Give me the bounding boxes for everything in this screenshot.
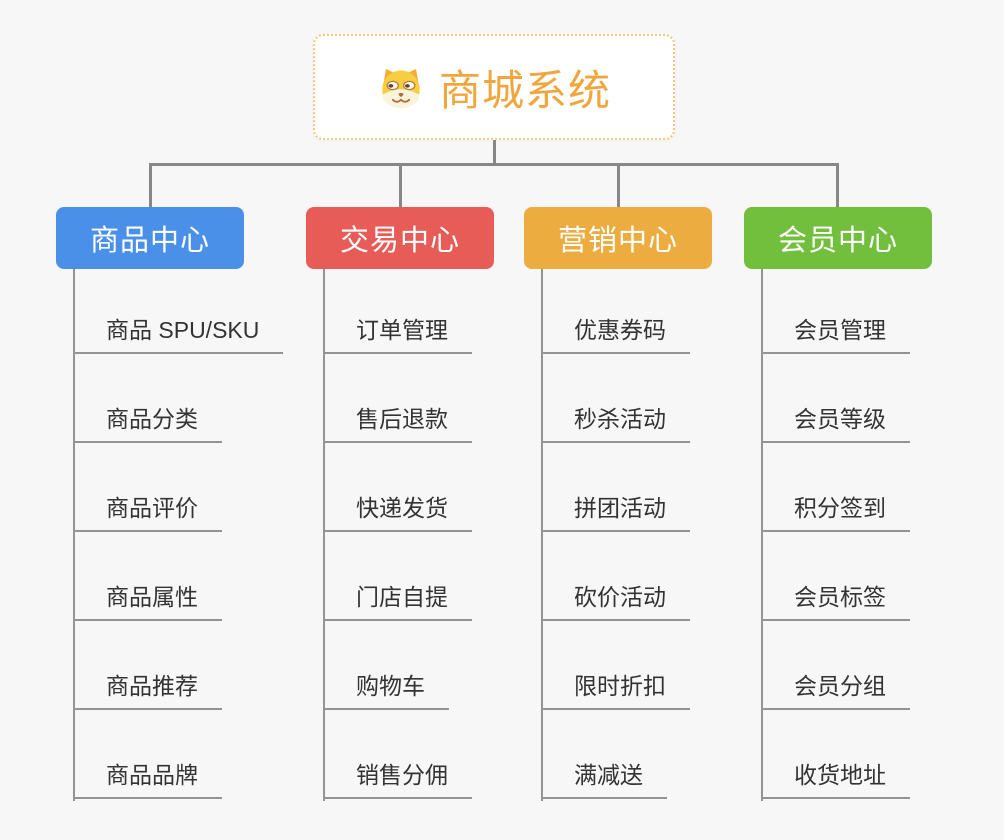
leaf-row: 商品属性: [73, 532, 283, 621]
leaf-row: 会员管理: [761, 265, 910, 354]
connector-drop-3: [617, 163, 620, 207]
leaf-row: 商品品牌: [73, 710, 283, 799]
leaf-row: 限时折扣: [541, 621, 690, 710]
leaf-node[interactable]: 会员分组: [761, 667, 910, 710]
branch-member-center: 会员中心 会员管理 会员等级 积分签到 会员标签 会员分组 收货地址: [744, 207, 1004, 801]
leaf-row: 快递发货: [323, 443, 472, 532]
leaf-node[interactable]: 商品属性: [73, 578, 222, 621]
leaf-row: 会员等级: [761, 354, 910, 443]
branch-trade-center: 交易中心 订单管理 售后退款 快递发货 门店自提 购物车 销售分佣: [306, 207, 576, 801]
leaf-row: 商品分类: [73, 354, 283, 443]
leaf-node[interactable]: 门店自提: [323, 578, 472, 621]
leaf-node[interactable]: 商品 SPU/SKU: [73, 311, 284, 354]
leaf-node[interactable]: 限时折扣: [541, 667, 690, 710]
leaf-node[interactable]: 订单管理: [323, 311, 472, 354]
leaf-row: 商品推荐: [73, 621, 283, 710]
leaf-node[interactable]: 商品品牌: [73, 756, 222, 799]
branch-box-marketing-center[interactable]: 营销中心: [524, 207, 712, 269]
connector-bus: [149, 163, 839, 166]
connector-trunk: [493, 140, 496, 163]
connector-drop-2: [399, 163, 402, 207]
branch-vline: [761, 269, 763, 801]
root-node[interactable]: 商城系统: [313, 34, 675, 140]
leaf-row: 门店自提: [323, 532, 472, 621]
leaf-row: 会员分组: [761, 621, 910, 710]
leaf-node[interactable]: 秒杀活动: [541, 400, 690, 443]
leaf-node[interactable]: 会员管理: [761, 311, 910, 354]
leaf-node[interactable]: 拼团活动: [541, 489, 690, 532]
leaf-node[interactable]: 满减送: [541, 756, 667, 799]
branch-box-member-center[interactable]: 会员中心: [744, 207, 932, 269]
connector-drop-1: [149, 163, 152, 207]
leaf-row: 满减送: [541, 710, 690, 799]
branch-marketing-center: 营销中心 优惠券码 秒杀活动 拼团活动 砍价活动 限时折扣 满减送: [524, 207, 794, 801]
branch-product-center: 商品中心 商品 SPU/SKU 商品分类 商品评价 商品属性 商品推荐 商品品牌: [56, 207, 326, 801]
leaf-node[interactable]: 收货地址: [761, 756, 910, 799]
leaf-row: 订单管理: [323, 265, 472, 354]
leaf-node[interactable]: 会员标签: [761, 578, 910, 621]
leaf-row: 商品 SPU/SKU: [73, 265, 284, 354]
leaf-node[interactable]: 售后退款: [323, 400, 472, 443]
leaf-node[interactable]: 会员等级: [761, 400, 910, 443]
leaf-row: 商品评价: [73, 443, 283, 532]
leaf-row: 秒杀活动: [541, 354, 690, 443]
leaf-row: 拼团活动: [541, 443, 690, 532]
leaf-node[interactable]: 商品评价: [73, 489, 222, 532]
leaf-node[interactable]: 积分签到: [761, 489, 910, 532]
leaf-row: 砍价活动: [541, 532, 690, 621]
leaf-node[interactable]: 砍价活动: [541, 578, 690, 621]
leaf-node[interactable]: 销售分佣: [323, 756, 472, 799]
leaf-row: 销售分佣: [323, 710, 472, 799]
leaf-row: 售后退款: [323, 354, 472, 443]
branch-box-product-center[interactable]: 商品中心: [56, 207, 244, 269]
branch-box-trade-center[interactable]: 交易中心: [306, 207, 494, 269]
root-title: 商城系统: [438, 66, 611, 114]
leaf-row: 购物车: [323, 621, 472, 710]
branch-vline: [541, 269, 543, 801]
leaf-node[interactable]: 快递发货: [323, 489, 472, 532]
leaf-row: 会员标签: [761, 532, 910, 621]
leaf-row: 优惠券码: [541, 265, 690, 354]
leaf-row: 积分签到: [761, 443, 910, 532]
leaf-row: 收货地址: [761, 710, 910, 799]
leaf-node[interactable]: 商品推荐: [73, 667, 222, 710]
connector-drop-4: [836, 163, 839, 207]
leaf-node[interactable]: 商品分类: [73, 400, 222, 443]
branch-vline: [73, 269, 75, 801]
shiba-dog-icon: [382, 69, 420, 108]
leaf-node[interactable]: 优惠券码: [541, 311, 690, 354]
leaf-node[interactable]: 购物车: [323, 667, 449, 710]
branch-vline: [323, 269, 325, 801]
